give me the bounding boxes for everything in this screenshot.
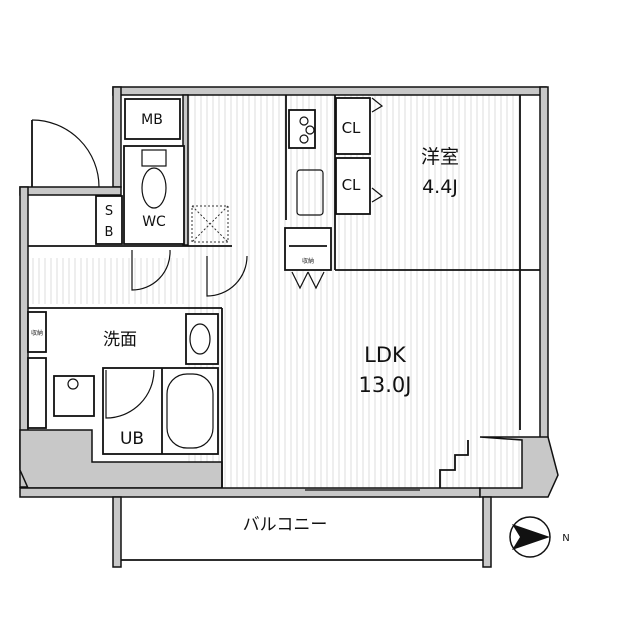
entrance-door xyxy=(31,119,100,188)
stove-icon xyxy=(288,109,316,149)
washroom-label: 洗面 xyxy=(103,330,137,350)
ldk-label: LDK xyxy=(364,343,407,367)
compass-label: N xyxy=(562,533,569,544)
hall-floor xyxy=(28,258,188,304)
mb-box xyxy=(124,98,181,140)
wc-label: WC xyxy=(142,214,166,230)
closet-label-2: CL xyxy=(342,176,361,194)
western-room: CL CL 洋室 4.4J xyxy=(334,95,540,430)
north-arrow-icon: N xyxy=(509,516,570,558)
western-room-label: 洋室 xyxy=(421,146,459,168)
sb-label-s: S xyxy=(105,204,113,219)
storage-small-label-1: 収納 xyxy=(31,329,43,337)
wc-door xyxy=(131,249,171,291)
stairs-edge xyxy=(439,440,469,488)
wc-room xyxy=(123,145,185,245)
ldk-size: 13.0J xyxy=(359,373,412,397)
sb-label-b: B xyxy=(105,225,114,240)
bathtub-icon xyxy=(166,373,214,449)
kitchen: 収納 xyxy=(284,95,332,290)
washroom: 収納 洗面 xyxy=(27,307,223,488)
kitchen-sink-icon xyxy=(296,169,324,216)
mb-label: MB xyxy=(141,112,163,128)
sink xyxy=(185,313,219,365)
ub-label: UB xyxy=(120,429,144,449)
toilet-icon xyxy=(141,167,167,209)
western-room-size: 4.4J xyxy=(422,176,458,198)
shoe-box xyxy=(95,195,123,245)
balcony-label: バルコニー xyxy=(243,515,328,535)
balcony: バルコニー xyxy=(112,496,492,568)
closet-label-1: CL xyxy=(342,119,361,137)
storage-small-label-2: 収納 xyxy=(302,257,314,265)
vent-icon xyxy=(191,205,229,243)
unit-bath xyxy=(102,367,219,455)
washroom-door xyxy=(206,255,248,297)
washer-pan xyxy=(53,375,95,417)
